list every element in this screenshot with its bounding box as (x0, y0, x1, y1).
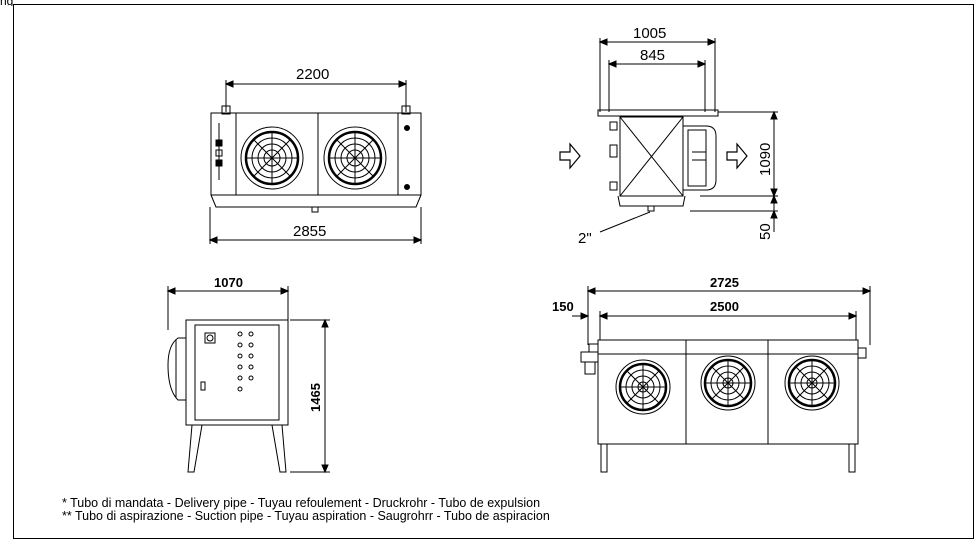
dim-50: 50 (757, 223, 774, 240)
dim-1005: 1005 (633, 25, 666, 42)
note-suction-pipe: ** Tubo di aspirazione - Suction pipe - … (62, 509, 550, 523)
dim-2200: 2200 (296, 66, 329, 83)
dim-1465: 1465 (308, 383, 323, 412)
drawing-frame (13, 4, 974, 539)
front-view-small (208, 80, 423, 244)
header-caption-fragment: ng (0, 0, 120, 6)
side-view-small (559, 38, 778, 233)
fan-large-1 (615, 359, 671, 415)
side-view-large (166, 286, 330, 474)
fan-1 (240, 126, 304, 190)
front-view-large (572, 286, 872, 473)
fan-large-2 (700, 355, 756, 411)
dim-2725: 2725 (710, 275, 739, 290)
fan-large-3 (784, 355, 840, 411)
fan-2 (323, 126, 387, 190)
dim-1090: 1090 (757, 143, 774, 176)
dim-2855: 2855 (293, 223, 326, 240)
dim-845: 845 (640, 47, 665, 64)
dim-2500: 2500 (710, 299, 739, 314)
dim-1070: 1070 (214, 275, 243, 290)
dim-150: 150 (552, 299, 574, 314)
note-delivery-pipe: * Tubo di mandata - Delivery pipe - Tuya… (62, 496, 541, 510)
dim-2-inch: 2" (578, 230, 592, 247)
